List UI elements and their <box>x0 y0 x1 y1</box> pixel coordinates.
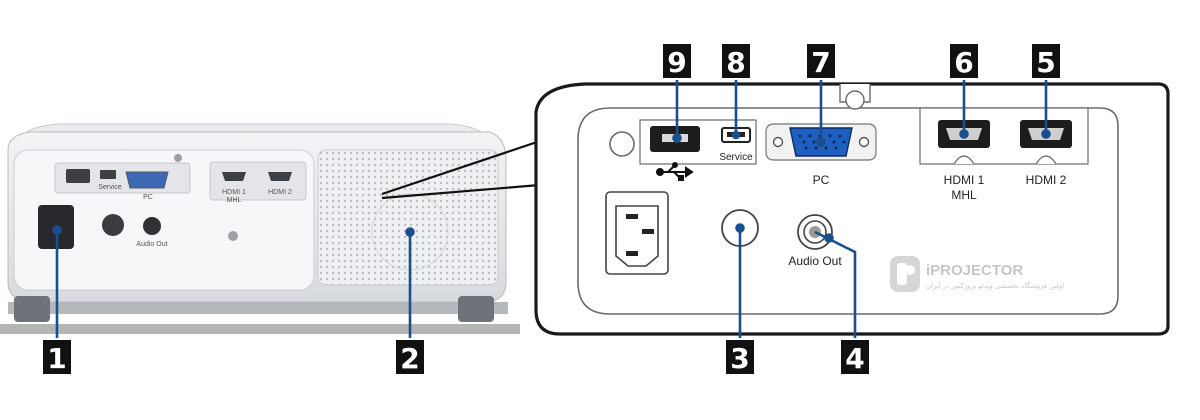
small-vga-port <box>125 171 169 189</box>
callout-9-number: 9 <box>667 46 686 79</box>
small-hdmi2-label: HDMI 2 <box>268 189 292 196</box>
callout-6: 6 <box>950 44 978 79</box>
small-audio-label: Audio Out <box>136 241 167 248</box>
leader-lines <box>52 80 1051 338</box>
callout-2-number: 2 <box>400 342 419 375</box>
small-service-port <box>100 170 116 179</box>
hdmi2-label: HDMI 2 <box>1026 173 1067 187</box>
small-pc-label: PC <box>143 194 153 201</box>
callout-8-number: 8 <box>726 46 745 79</box>
callout-1: 1 <box>43 340 71 375</box>
callout-5-number: 5 <box>1036 46 1055 79</box>
callout-7: 7 <box>807 44 835 79</box>
small-mhl-label: MHL <box>227 197 242 204</box>
small-service-label: Service <box>98 184 121 191</box>
watermark-tagline: اولین فروشگاه تخصصی ویدئو پروژکتور در ای… <box>926 281 1064 290</box>
watermark: iPROJECTOR اولین فروشگاه تخصصی ویدئو پرو… <box>890 256 1064 292</box>
top-screw-hole <box>845 90 865 110</box>
zoom-lines <box>381 133 559 200</box>
small-round-port <box>102 214 124 236</box>
callout-6-number: 6 <box>954 46 973 79</box>
hdmi1-label: HDMI 1 <box>944 173 985 187</box>
callout-2: 2 <box>396 340 424 375</box>
small-screw-bottom <box>228 231 238 241</box>
right-foot <box>458 296 494 322</box>
small-hdmi2-port <box>268 172 292 181</box>
pc-label: PC <box>813 173 830 187</box>
watermark-brand: iPROJECTOR <box>926 262 1023 279</box>
small-audio-jack <box>143 217 161 235</box>
small-hdmi1-label: HDMI 1 <box>222 189 246 196</box>
left-screw-hole <box>609 131 635 157</box>
mhl-label: MHL <box>951 188 977 202</box>
callout-7-number: 7 <box>811 46 830 79</box>
small-hdmi1-port <box>222 172 246 181</box>
callout-3: 3 <box>726 340 754 375</box>
audio-out-label: Audio Out <box>788 254 842 268</box>
projector-rear-view: Service PC HDMI 1 MHL HDMI 2 Audio Out <box>0 123 520 334</box>
callout-5: 5 <box>1032 44 1060 79</box>
small-screw-top <box>174 154 182 162</box>
service-label: Service <box>719 152 753 163</box>
callout-4-number: 4 <box>845 342 864 375</box>
usb-icon <box>656 162 694 181</box>
callout-1-number: 1 <box>47 342 66 375</box>
vga-pins <box>798 134 846 150</box>
zoomed-panel: Service PC HDMI 1 MHL HDMI 2 <box>534 82 1170 336</box>
callout-4: 4 <box>841 340 869 375</box>
callouts: 1 2 3 4 5 6 7 8 <box>43 44 1060 375</box>
callout-8: 8 <box>722 44 750 79</box>
callout-3-number: 3 <box>730 342 749 375</box>
small-usb-port <box>66 169 90 183</box>
left-foot <box>14 296 50 322</box>
callout-9: 9 <box>663 44 691 79</box>
